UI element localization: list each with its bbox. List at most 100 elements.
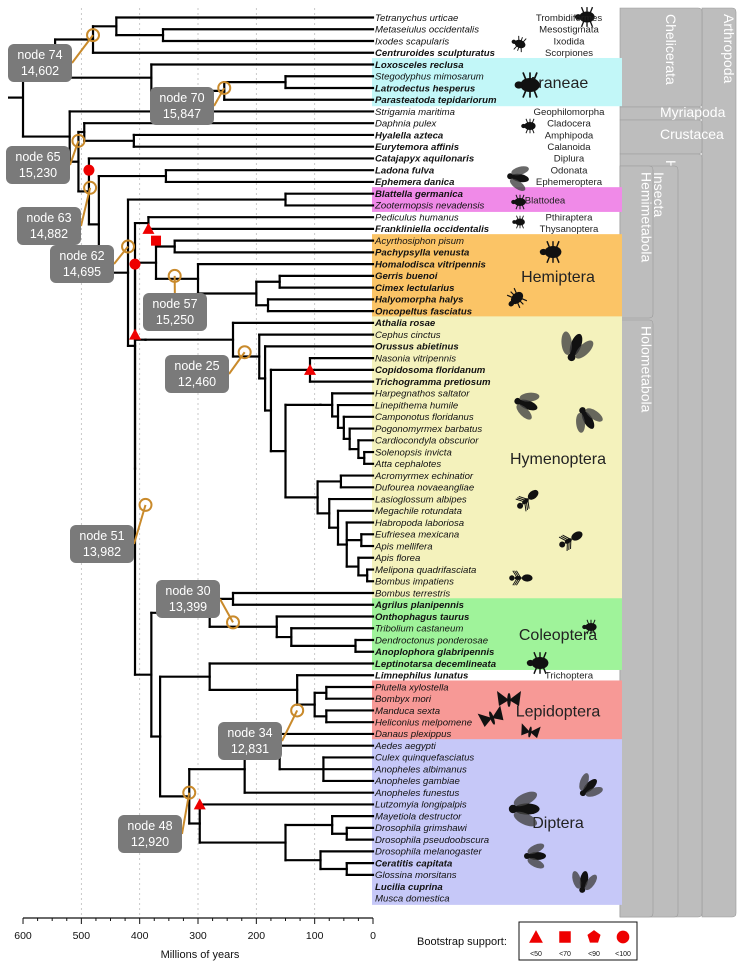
clade-label: Coleoptera — [519, 627, 597, 644]
clade-box-fill — [372, 234, 622, 318]
legend-circle-icon — [616, 930, 630, 944]
node-label-box — [150, 87, 214, 125]
taxon-label: Trichogramma pretiosum — [375, 377, 491, 388]
taxon-label: Oncopeltus fasciatus — [375, 306, 472, 317]
node-name: node 65 — [15, 150, 60, 164]
scorpion-icon — [511, 35, 527, 53]
taxon-label: Pogonomyrmex barbatus — [375, 424, 482, 435]
x-axis-title: Millions of years — [161, 949, 240, 961]
butterfly-icon — [497, 691, 521, 707]
legend-pentagon-icon — [587, 930, 601, 943]
node-name: node 34 — [227, 726, 272, 740]
node-label-box — [8, 44, 72, 82]
ant-icon — [515, 489, 539, 512]
node-count: 14,695 — [63, 265, 101, 279]
order-label: Geophilomorpha — [534, 107, 606, 118]
taxon-label: Ceratitis capitata — [375, 858, 453, 869]
support-triangle-marker — [304, 363, 317, 375]
taxon-label: Tetranychus urticae — [375, 13, 458, 24]
clade-box-fill — [372, 316, 622, 600]
taxon-label: Solenopsis invicta — [375, 447, 452, 458]
node-label-box — [165, 355, 229, 393]
support-circle-marker — [83, 164, 95, 176]
taxon-label: Athalia rosae — [374, 318, 436, 329]
side-band-label: Crustacea — [660, 126, 724, 142]
legend-square-icon — [559, 931, 571, 943]
aphid-icon — [539, 240, 562, 264]
node-count: 15,230 — [19, 166, 57, 180]
taxon-label: Metaseiulus occidentalis — [375, 25, 479, 36]
taxon-label: Onthophagus taurus — [375, 612, 469, 623]
node-circle — [237, 345, 252, 360]
taxon-label: Lucilia cuprina — [375, 882, 443, 893]
side-band-label: Insecta — [651, 172, 667, 217]
moth-icon — [477, 705, 504, 728]
side-band-label: Myriapoda — [660, 104, 726, 120]
taxon-label: Danaus plexippus — [375, 729, 451, 740]
housefly-icon — [508, 791, 540, 827]
taxon-label: Copidosoma floridanum — [375, 365, 486, 376]
order-label: Scorpiones — [545, 48, 593, 59]
node-count: 13,982 — [83, 545, 121, 559]
order-label: Amphipoda — [545, 130, 594, 141]
taxon-label: Anopheles gambiae — [374, 776, 460, 787]
sawfly-icon — [561, 331, 594, 362]
node-node-51: node 51 13,982 — [70, 497, 153, 563]
side-band-shape — [619, 7, 703, 108]
taxon-label: Lasioglossum albipes — [375, 494, 467, 505]
taxon-label: Centruroides sculpturatus — [375, 48, 495, 59]
taxon-label: Musca domestica — [375, 894, 450, 905]
taxon-label: Bombus terrestris — [375, 588, 450, 599]
x-axis-tick-label: 400 — [131, 930, 149, 942]
legend-triangle-icon — [529, 930, 543, 943]
side-band-shape — [619, 319, 654, 918]
spider-icon — [514, 72, 540, 98]
taxon-label: Habropoda laboriosa — [375, 518, 464, 529]
taxon-label: Anoplophora glabripennis — [374, 647, 494, 658]
node-name: node 62 — [59, 249, 104, 263]
taxon-label: Drosophila grimshawi — [375, 823, 468, 834]
taxon-label: Nasonia vitripennis — [375, 353, 456, 364]
cockroach-icon — [511, 194, 526, 210]
x-axis-tick-label: 200 — [248, 930, 266, 942]
crustacean-icon — [521, 118, 536, 134]
clade-label: Hemiptera — [521, 269, 595, 286]
side-band: Arthropoda — [701, 7, 737, 918]
taxon-label: Catajapyx aquilonaris — [375, 154, 474, 165]
side-band-label: Hemimetabola — [639, 172, 655, 262]
taxon-label: Latrodectus hesperus — [375, 83, 475, 94]
clade-box-fill — [372, 187, 622, 212]
node-count: 12,460 — [178, 375, 216, 389]
node-count: 12,920 — [131, 835, 169, 849]
side-band-shape — [701, 7, 737, 918]
support-triangle-marker — [193, 798, 206, 810]
taxon-label: Heliconius melpomene — [375, 718, 472, 729]
node-count: 14,882 — [30, 227, 68, 241]
water-strider-icon — [506, 287, 528, 309]
taxon-label: Blattella germanica — [375, 189, 464, 200]
node-label-box — [156, 580, 220, 618]
node-name: node 63 — [26, 211, 71, 225]
node-name: node 51 — [79, 529, 124, 543]
taxon-label: Drosophila melanogaster — [375, 847, 482, 858]
node-count: 15,847 — [163, 107, 201, 121]
mite-icon — [574, 6, 595, 28]
taxon-label: Tribolium castaneum — [375, 624, 463, 635]
taxon-label: Megachile rotundata — [375, 506, 462, 517]
longhorn-beetle-icon — [526, 651, 549, 675]
node-circle — [167, 268, 182, 283]
taxon-label: Linepithema humile — [375, 400, 458, 411]
order-label: Trichoptera — [545, 671, 594, 682]
order-label: Calanoida — [547, 142, 591, 153]
clade-label: Lepidoptera — [516, 703, 601, 720]
taxon-label: Loxosceles reclusa — [375, 60, 464, 71]
taxon-label: Parasteatoda tepidariorum — [375, 95, 497, 106]
node-name: node 74 — [17, 48, 62, 62]
support-square-marker — [151, 235, 162, 246]
side-band: Hemimetabola — [619, 165, 655, 319]
clade-label: Blattodea — [525, 196, 566, 207]
